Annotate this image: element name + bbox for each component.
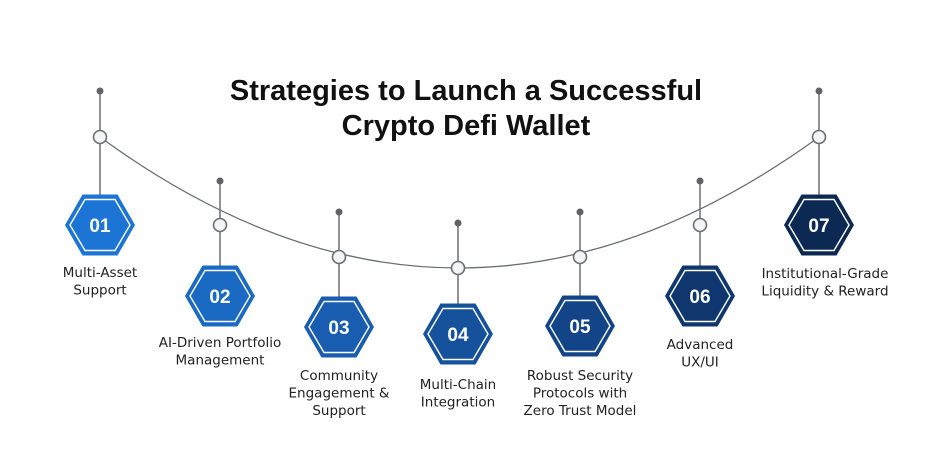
timeline-node [331,249,347,265]
timeline-node [450,260,466,276]
pin-dot [576,208,584,216]
step-label-line: AI-Driven Portfolio [159,335,281,351]
hexagon-badge [304,296,374,358]
step-label-line: Management [176,353,265,369]
step-label-line: Liquidity & Reward [761,284,888,300]
step-label-line: Support [312,403,365,419]
step-label-line: UX/UI [681,355,719,371]
hexagon-inner-border [189,269,251,323]
step-label-line: Integration [421,395,495,411]
title-line-1: Strategies to Launch a Successful [230,75,702,107]
step-label-line: Protocols with [533,386,627,402]
hexagon-inner-border [549,299,611,353]
step-number: 07 [808,216,829,237]
step-number: 03 [328,318,349,339]
hexagon-inner-border [788,198,850,252]
step-label-line: Community [300,368,378,384]
step-number: 01 [89,216,111,237]
hexagon-badge [185,265,255,327]
timeline-curve [99,136,820,269]
step-label-line: Zero Trust Model [524,403,637,419]
step-label-line: Institutional-Grade [762,266,889,282]
step-label-line: Advanced [667,337,734,353]
hexagon-inner-border [427,307,489,361]
pin-dot [815,87,823,95]
hexagon-badge [65,194,135,256]
step-label-line: Multi-Asset [63,265,137,281]
hexagon-badge [545,295,615,357]
hexagon-inner-border [669,269,731,323]
hexagon-badge [665,265,735,327]
title-line-2: Crypto Defi Wallet [342,110,591,142]
step-label-line: Multi-Chain [420,377,496,393]
timeline-node [92,129,108,145]
hexagon-badge [784,194,854,256]
timeline-node [212,217,228,233]
timeline-node [692,217,708,233]
step-label-line: Robust Security [527,368,633,384]
step-number: 02 [209,287,230,308]
step-label-line: Engagement & [289,386,390,402]
step-label-line: Support [73,283,126,299]
timeline-node [572,249,588,265]
step-number: 04 [447,325,469,346]
pin-dot [335,208,343,216]
hexagon-inner-border [308,300,370,354]
hexagon-inner-border [69,198,131,252]
pin-dot [216,177,224,185]
hexagon-badge [423,303,493,365]
timeline-node [811,129,827,145]
pin-dot [96,87,104,95]
step-number: 06 [689,287,710,308]
pin-dot [696,177,704,185]
pin-dot [454,219,462,227]
step-number: 05 [569,317,591,338]
